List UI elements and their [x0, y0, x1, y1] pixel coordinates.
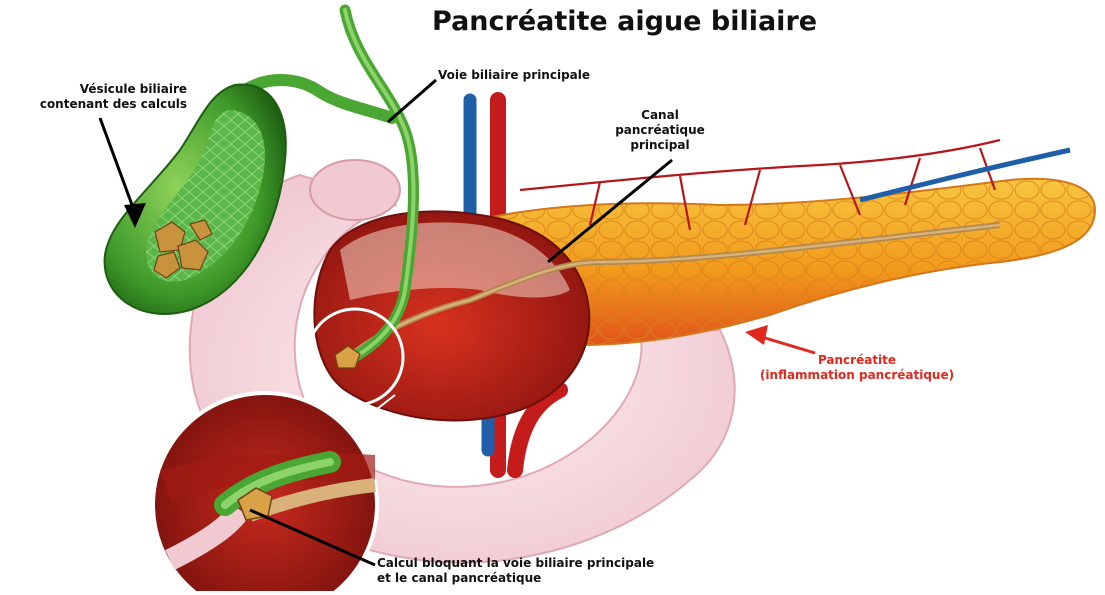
label-gallbladder-line1: Vésicule biliaire: [12, 82, 187, 97]
inset-detail: [153, 393, 377, 591]
duodenal-bulb: [310, 160, 400, 220]
arrowhead-pancreatitis: [745, 325, 768, 345]
label-pancreatic-duct: Canal pancréatique principal: [610, 108, 710, 153]
label-pancreatic-duct-line1: Canal: [610, 108, 710, 123]
label-pancreatitis: Pancréatite (inflammation pancréatique): [742, 353, 972, 383]
label-gallbladder-line2: contenant des calculs: [12, 97, 187, 112]
label-pancreatitis-line1: Pancréatite: [742, 353, 972, 368]
label-pancreatic-duct-line2: pancréatique: [610, 123, 710, 138]
pointer-gallbladder: [100, 118, 135, 213]
label-blocking-stone-line2: et le canal pancréatique: [377, 571, 707, 586]
label-pancreatic-duct-line3: principal: [610, 138, 710, 153]
page-title: Pancréatite aigue biliaire: [432, 4, 817, 40]
label-gallbladder: Vésicule biliaire contenant des calculs: [12, 82, 187, 112]
label-blocking-stone: Calcul bloquant la voie biliaire princip…: [377, 556, 707, 586]
label-common-bile-duct: Voie biliaire principale: [438, 68, 590, 83]
label-blocking-stone-line1: Calcul bloquant la voie biliaire princip…: [377, 556, 707, 571]
label-pancreatitis-line2: (inflammation pancréatique): [742, 368, 972, 383]
